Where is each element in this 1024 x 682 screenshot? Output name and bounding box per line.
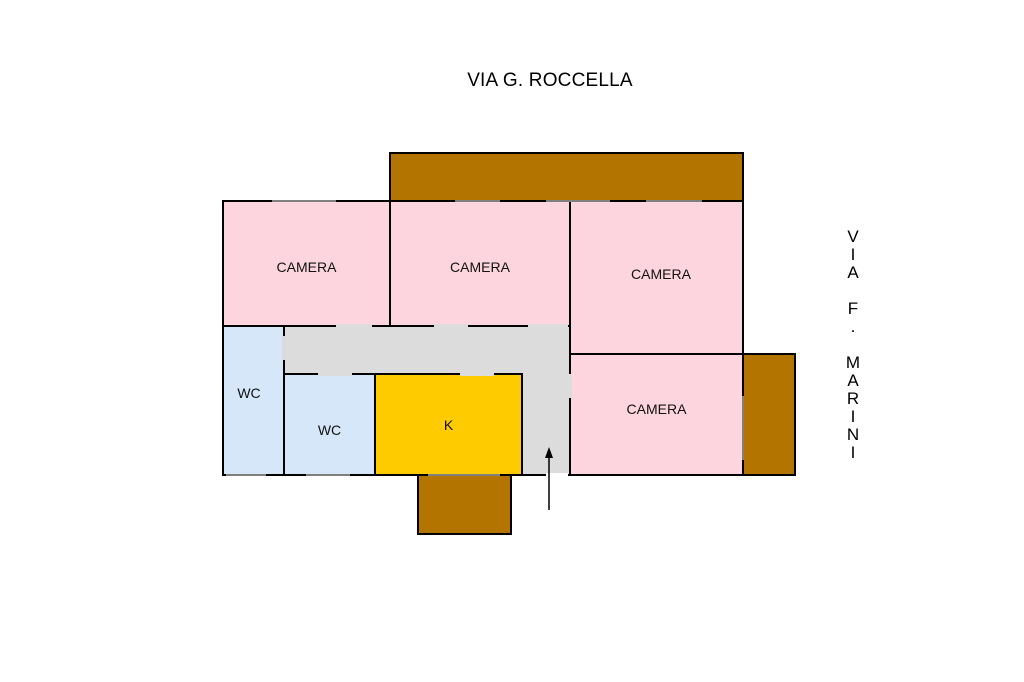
label-kitchen: K: [443, 417, 454, 433]
street-side-char: I: [850, 245, 856, 264]
street-side-char: [838, 336, 868, 354]
balcony-top: [389, 152, 744, 202]
street-name-top: VIA G. ROCCELLA: [467, 70, 633, 91]
street-side-char: A: [847, 263, 859, 282]
label-camera-2: CAMERA: [450, 259, 510, 275]
street-side-char: [838, 282, 868, 300]
balcony-bottom: [417, 474, 512, 535]
room-camera-1: [222, 200, 391, 327]
label-camera-4: CAMERA: [626, 401, 687, 417]
label-camera-1: CAMERA: [276, 259, 337, 275]
door-openings: [282, 324, 572, 477]
street-side-char: N: [846, 425, 860, 444]
street-side-char: I: [850, 443, 856, 462]
entrance-arrow-icon: [545, 447, 553, 510]
street-side-char: R: [846, 389, 860, 408]
street-side-char: M: [845, 353, 861, 372]
label-camera-3: CAMERA: [631, 266, 691, 282]
street-name-side: V I A F . M A R I N I: [838, 228, 868, 462]
windows: [226, 200, 744, 476]
room-kitchen: [374, 373, 523, 476]
balcony-right: [742, 353, 796, 476]
room-camera-3: [569, 200, 744, 355]
street-side-char: I: [850, 407, 856, 426]
label-wc-2: WC: [317, 422, 342, 438]
street-side-char: F: [847, 299, 859, 318]
street-side-char: .: [850, 317, 856, 336]
label-wc-1: WC: [237, 385, 261, 401]
corridor-vertical: [522, 326, 570, 475]
room-camera-4: [569, 353, 744, 476]
street-side-char: A: [847, 371, 859, 390]
street-side-char: V: [847, 227, 859, 246]
